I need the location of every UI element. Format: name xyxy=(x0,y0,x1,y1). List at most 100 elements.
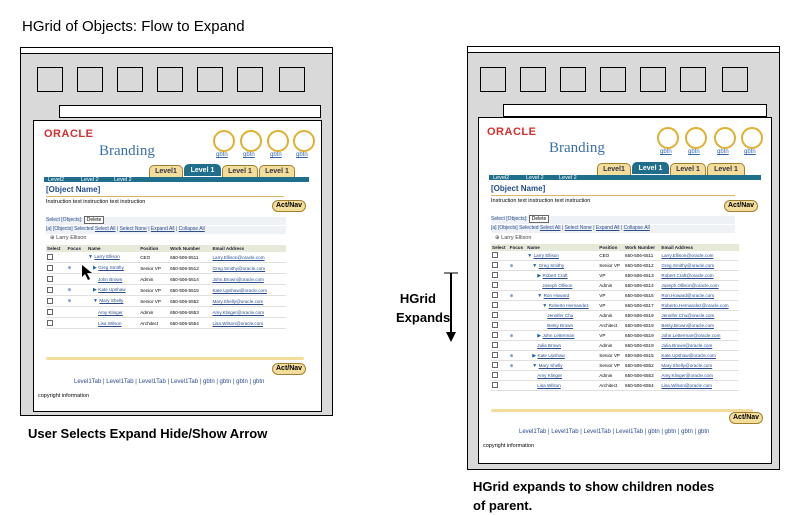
toolbar-button[interactable] xyxy=(237,67,263,92)
collapse-arrow-icon[interactable]: ▼ xyxy=(93,298,100,304)
email-link[interactable]: Amy.Klinger@oracle.com xyxy=(212,309,265,315)
email-link[interactable]: Greg.Smithy@oracle.com xyxy=(212,265,266,271)
select-cell[interactable] xyxy=(491,270,509,281)
email-link[interactable]: Kate.Upshaw@oracle.com xyxy=(212,287,267,293)
address-bar[interactable] xyxy=(503,104,767,117)
row-name-link[interactable]: Robert Craft xyxy=(542,272,568,278)
email-link[interactable]: Roberto.Hernandez@oracle.com xyxy=(661,303,729,308)
collapse-arrow-icon[interactable]: ▼ xyxy=(88,254,95,260)
tab-level1-selected[interactable]: Level 1 xyxy=(632,162,669,174)
global-button-label[interactable]: gbtn xyxy=(270,152,282,158)
select-cell[interactable] xyxy=(491,280,509,291)
email-link[interactable]: John.Letterman@oracle.com xyxy=(661,333,721,338)
row-name-link[interactable]: Mary Shelly xyxy=(99,298,124,303)
global-button-icon[interactable] xyxy=(714,127,736,149)
select-none-link[interactable]: Select None xyxy=(119,226,147,232)
focus-cell[interactable]: ⊕ xyxy=(508,260,527,271)
global-button-label[interactable]: gbtn xyxy=(688,149,700,155)
global-button-icon[interactable] xyxy=(267,130,289,152)
focus-cell[interactable]: ⊕ xyxy=(508,360,527,371)
select-cell[interactable] xyxy=(46,295,67,307)
email-link[interactable]: Mary.Shelly@oracle.com xyxy=(661,363,713,368)
email-link[interactable]: Betsy.Brown@oracle.com xyxy=(661,323,714,328)
tab-level1[interactable]: Level1 xyxy=(597,163,631,175)
row-checkbox[interactable] xyxy=(47,308,53,315)
select-cell[interactable] xyxy=(46,284,67,296)
global-button-icon[interactable] xyxy=(293,130,315,152)
global-button-icon[interactable] xyxy=(741,127,763,149)
collapse-all-link[interactable]: Collapse All xyxy=(178,226,205,232)
row-name-link[interactable]: Larry Ellison xyxy=(94,254,120,259)
email-link[interactable]: John.Brown@oracle.com xyxy=(212,276,264,282)
row-name-link[interactable]: Kate Upshaw xyxy=(98,287,126,292)
expand-arrow-icon[interactable]: ▶ xyxy=(532,352,538,359)
row-name-link[interactable]: John Letterman xyxy=(542,332,575,338)
column-header[interactable]: Position xyxy=(139,245,170,252)
toolbar-button[interactable] xyxy=(37,67,63,92)
email-link[interactable]: Greg.Smithy@oracle.com xyxy=(661,263,715,268)
column-header[interactable]: Name xyxy=(87,245,140,252)
tab-level1[interactable]: Level1 xyxy=(149,165,183,177)
select-cell[interactable] xyxy=(491,300,509,311)
global-button-label[interactable]: gbtn xyxy=(744,149,756,155)
toolbar-button[interactable] xyxy=(77,67,103,92)
toolbar-button[interactable] xyxy=(480,67,506,92)
tab-level1[interactable]: Level 1 xyxy=(707,163,745,175)
act-nav-button-bottom[interactable]: Act/Nav xyxy=(729,412,764,424)
select-cell[interactable] xyxy=(491,360,509,371)
expand-arrow-icon[interactable]: ▶ xyxy=(93,265,99,271)
global-button-icon[interactable] xyxy=(240,130,262,152)
row-checkbox[interactable] xyxy=(492,342,498,348)
expand-arrow-icon[interactable]: ▶ xyxy=(537,272,543,279)
expand-arrow-icon[interactable]: ▶ xyxy=(537,332,543,339)
toolbar-button[interactable] xyxy=(279,67,305,92)
row-checkbox[interactable] xyxy=(492,352,498,358)
row-checkbox[interactable] xyxy=(492,332,498,338)
row-name-link[interactable]: Lisa Wilson xyxy=(98,320,122,326)
row-checkbox[interactable] xyxy=(492,262,498,268)
focus-cell[interactable]: ⊕ xyxy=(508,330,527,341)
select-cell[interactable] xyxy=(491,370,509,381)
expand-arrow-icon[interactable]: ▶ xyxy=(93,287,99,293)
row-name-link[interactable]: Julia Brown xyxy=(537,343,562,348)
collapse-arrow-icon[interactable]: ▼ xyxy=(527,252,534,259)
column-header[interactable]: Email Address xyxy=(660,244,739,251)
column-header[interactable]: Select xyxy=(491,244,509,251)
row-checkbox[interactable] xyxy=(47,319,53,326)
subnav-item[interactable]: Level 2 xyxy=(114,177,132,183)
email-link[interactable]: Amy.Klinger@oracle.com xyxy=(661,373,713,378)
expand-all-link[interactable]: Expand All xyxy=(595,225,620,231)
select-cell[interactable] xyxy=(491,310,509,321)
row-checkbox[interactable] xyxy=(47,286,53,293)
row-checkbox[interactable] xyxy=(492,362,498,368)
tab-level1[interactable]: Level 1 xyxy=(259,165,295,177)
email-link[interactable]: Julia.Brown@oracle.com xyxy=(661,343,713,348)
focus-icon[interactable]: ⊕ xyxy=(67,265,72,270)
global-button-label[interactable]: gbtn xyxy=(243,152,255,158)
select-cell[interactable] xyxy=(46,306,67,318)
toolbar-button[interactable] xyxy=(157,67,183,92)
row-name-link[interactable]: John Brown xyxy=(98,276,123,282)
row-checkbox[interactable] xyxy=(492,272,498,278)
row-checkbox[interactable] xyxy=(47,275,53,282)
footer-links[interactable]: Level1Tab | Level1Tab | Level1Tab | Leve… xyxy=(74,379,265,385)
row-name-link[interactable]: Amy Klinger xyxy=(537,373,563,378)
tab-level1-selected[interactable]: Level 1 xyxy=(184,164,221,176)
row-checkbox[interactable] xyxy=(492,382,498,388)
global-button-icon[interactable] xyxy=(657,127,679,149)
column-header[interactable]: Work Number xyxy=(624,244,661,251)
focus-cell[interactable]: ⊕ xyxy=(508,290,527,301)
focus-cell[interactable]: ⊕ xyxy=(66,284,88,296)
global-button-label[interactable]: gbtn xyxy=(296,152,308,158)
subnav-item[interactable]: Level2 xyxy=(493,175,510,181)
collapse-all-link[interactable]: Collapse All xyxy=(623,225,650,231)
focus-icon[interactable]: ⊕ xyxy=(509,362,514,368)
row-checkbox[interactable] xyxy=(47,264,53,271)
focus-icon[interactable]: ⊕ xyxy=(67,287,72,292)
email-link[interactable]: Robert.Craft@oracle.com xyxy=(661,273,714,278)
toolbar-button[interactable] xyxy=(520,67,546,92)
select-cell[interactable] xyxy=(46,252,67,263)
address-bar[interactable] xyxy=(59,105,321,118)
delete-button[interactable]: Delete xyxy=(83,216,105,224)
email-link[interactable]: Lisa.Wilson@oracle.com xyxy=(212,320,264,326)
